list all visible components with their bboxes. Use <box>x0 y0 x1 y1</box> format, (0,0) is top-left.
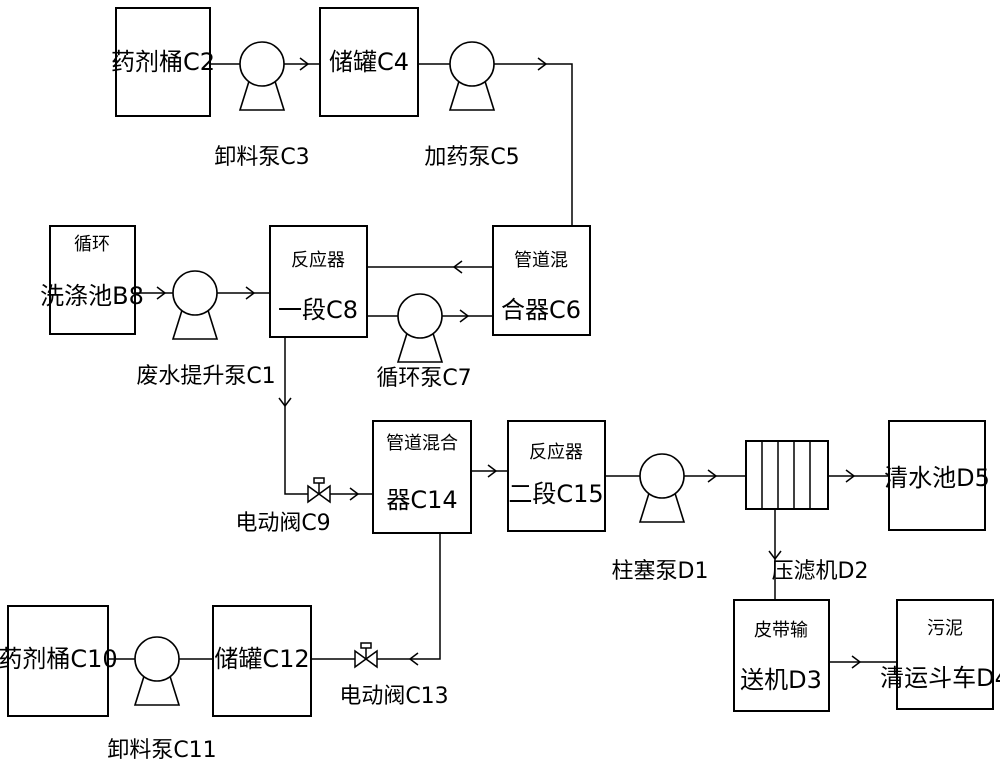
sludge-cart-d4 <box>896 599 994 710</box>
c9-label: 电动阀C9 <box>235 511 330 536</box>
arrow-c3-c4 <box>299 57 310 71</box>
c12-label: 储罐C12 <box>214 645 309 673</box>
arrow-c9-c14 <box>349 487 360 501</box>
arrow-b8-c1 <box>156 286 167 300</box>
arrow-d2-d3 <box>768 550 782 561</box>
pipe-c8-c9 <box>284 337 308 495</box>
clear-water-pool-d5 <box>888 420 986 531</box>
wash-pool-b8 <box>49 225 136 335</box>
pipe-mixer-c6 <box>492 225 591 336</box>
arrow-c14-c15 <box>487 464 498 478</box>
arrow-c13 <box>408 652 419 666</box>
c4-label: 储罐C4 <box>329 48 409 76</box>
pipe-mixer-c14 <box>372 420 472 534</box>
d4-label-line1: 污泥 <box>927 618 963 639</box>
arrow-c7-c6 <box>459 309 470 323</box>
pipe-c13-c14 <box>377 533 441 660</box>
arrow-c5 <box>537 57 548 71</box>
pump-c5-icon <box>448 41 496 111</box>
pump-c3-icon <box>238 41 286 111</box>
c15-label-line2: 二段C15 <box>508 480 603 508</box>
drug-tank-c2 <box>115 7 211 117</box>
c6-label-line2: 合器C6 <box>501 296 581 324</box>
arrow-d1-d2 <box>707 469 718 483</box>
c8-label-line1: 反应器 <box>291 250 345 271</box>
arrow-d3-d4 <box>851 655 862 669</box>
c15-label-line1: 反应器 <box>529 442 583 463</box>
c7-label: 循环泵C7 <box>376 366 471 391</box>
pump-c11-icon <box>133 636 181 706</box>
c5-label: 加药泵C5 <box>424 145 519 170</box>
b8-label-line1: 循环 <box>74 234 110 255</box>
valve-c13-icon <box>354 642 378 669</box>
pump-d1-icon <box>638 453 686 523</box>
pump-c7-icon <box>396 293 444 363</box>
belt-conveyor-d3 <box>733 599 830 712</box>
pump-c1-icon <box>171 270 219 340</box>
d2-label: 压滤机D2 <box>772 559 869 584</box>
d5-label: 清水池D5 <box>884 464 990 492</box>
d4-label-line2: 清运斗车D4 <box>880 664 1000 692</box>
pipe-c5-c6 <box>494 63 573 226</box>
d1-label: 柱塞泵D1 <box>612 559 709 584</box>
drug-tank-c10 <box>7 605 109 717</box>
arrow-d2-d5 <box>845 469 856 483</box>
c8-label-line2: 一段C8 <box>278 296 358 324</box>
storage-tank-c12 <box>212 605 312 717</box>
reactor-c15 <box>507 420 606 532</box>
filter-press-d2 <box>745 440 829 510</box>
c6-label-line1: 管道混 <box>514 250 568 271</box>
c11-label: 卸料泵C11 <box>107 738 216 763</box>
arrow-c6-c8 <box>452 260 463 274</box>
c14-label-line2: 器C14 <box>386 486 457 514</box>
c1-label: 废水提升泵C1 <box>136 364 275 389</box>
storage-tank-c4 <box>319 7 419 117</box>
arrow-c8-down <box>278 397 292 408</box>
c14-label-line1: 管道混合 <box>386 433 458 454</box>
c2-label: 药剂桶C2 <box>111 48 215 76</box>
arrow-c1-c8 <box>245 286 256 300</box>
b8-label-line2: 洗涤池B8 <box>40 282 144 310</box>
c13-label: 电动阀C13 <box>339 684 448 709</box>
d3-label-line2: 送机D3 <box>740 666 822 694</box>
c10-label: 药剂桶C10 <box>0 645 118 673</box>
valve-c9-icon <box>307 477 331 504</box>
reactor-c8 <box>269 225 368 338</box>
d3-label-line1: 皮带输 <box>754 620 808 641</box>
c3-label: 卸料泵C3 <box>214 145 309 170</box>
